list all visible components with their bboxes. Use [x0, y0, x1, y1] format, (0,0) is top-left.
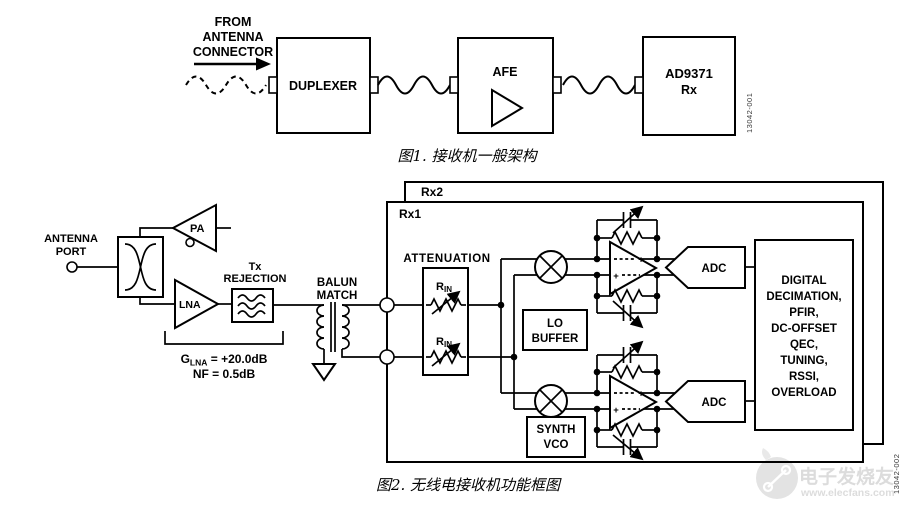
duplexer-label: DUPLEXER: [289, 79, 357, 93]
digital-line: DC-OFFSET: [771, 323, 837, 335]
lo-buffer-block: [522, 309, 588, 351]
mixer-i: [534, 250, 568, 284]
junction-dots: [593, 255, 661, 413]
antenna-port-label-line2: PORT: [56, 246, 87, 258]
variable-resistor-top: [426, 290, 466, 315]
opamp-q: + +: [609, 374, 659, 430]
synth-vco-label-line1: SYNTH: [537, 424, 576, 436]
pa-label: PA: [190, 223, 205, 235]
feedback-network-i-bottom: [593, 275, 661, 329]
rin-symbol: R: [436, 281, 444, 293]
opamp-plus-sign: +: [638, 255, 644, 266]
figure2-radio-receiver-functional-diagram: Rx2 Rx1 ANTENNA PORT PA LNA Tx REJE: [44, 181, 901, 494]
rin-subscript: IN: [444, 340, 452, 349]
rin-label-top: RIN: [436, 281, 452, 294]
rf-wave-2: [562, 75, 636, 95]
figure1-caption: 图1. 接收机一般架构: [397, 147, 538, 165]
lo-buffer-label-line1: LO: [547, 318, 563, 330]
lna-label: LNA: [179, 299, 201, 311]
rf-wave-1: [377, 75, 451, 95]
balun-transformer: [273, 302, 380, 382]
rx1-label: Rx1: [399, 207, 421, 221]
signal-direction-arrow: [194, 57, 271, 71]
gain-subscript: LNA: [190, 358, 207, 368]
adc-i: ADC: [664, 246, 755, 289]
feedback-network-i-top: [593, 205, 661, 259]
rx2-label: Rx2: [421, 185, 443, 199]
opamp-i: + +: [609, 240, 659, 296]
figure2-serial-number: 13042-002: [892, 454, 901, 494]
from-antenna-label-line3: CONNECTOR: [193, 45, 273, 59]
figure1-serial-number: 13042-001: [745, 93, 754, 133]
antenna-port-terminal: [66, 261, 78, 273]
tx-rejection-label-line2: REJECTION: [224, 273, 287, 285]
digital-line: PFIR,: [789, 307, 818, 319]
balun-label-line2: MATCH: [317, 290, 358, 302]
variable-resistor-bottom: [426, 342, 466, 367]
ad9371-label-line2: Rx: [681, 83, 697, 97]
digital-line: DIGITAL: [781, 275, 826, 287]
ad9371-block: [642, 36, 736, 136]
digital-line: RSSI,: [789, 371, 819, 383]
afe-label: AFE: [493, 65, 518, 79]
figure2-caption: 图2. 无线电接收机功能框图: [376, 476, 562, 494]
afe-amplifier-icon: [491, 88, 524, 128]
duplexer-output-port: [369, 76, 379, 94]
digital-line: OVERLOAD: [771, 387, 836, 399]
watermark-brand: 电子发烧友: [799, 465, 894, 488]
antenna-port-label-line1: ANTENNA: [44, 233, 98, 245]
afe-output-port: [552, 76, 562, 94]
duplexer-input-port: [268, 76, 278, 94]
balun-label-line1: BALUN: [317, 277, 357, 289]
figure1-receiver-architecture: FROM ANTENNA CONNECTOR DUPLEXER AFE AD93…: [185, 15, 754, 165]
duplex-filter-block: [117, 236, 164, 298]
opamp-plus-sign: +: [613, 405, 619, 416]
pa-amplifier: PA: [139, 203, 231, 253]
adc-q-label: ADC: [702, 397, 727, 409]
digital-processing-block: [754, 239, 854, 431]
adc-q: ADC: [664, 380, 755, 423]
afe-input-port: [449, 76, 459, 94]
feedback-network-q-bottom: [593, 409, 661, 461]
adc-i-label: ADC: [702, 263, 727, 275]
rx1-input-port-minus: [379, 349, 395, 365]
gain-value: = +20.0dB: [207, 352, 267, 366]
digital-processing-label: DIGITAL DECIMATION, PFIR, DC-OFFSET QEC,…: [766, 275, 841, 399]
synth-vco-block: [526, 416, 586, 458]
rf-wave-dashed: [185, 75, 267, 95]
opamp-plus-sign: +: [613, 271, 619, 282]
tx-rejection-filter-block: [231, 288, 274, 323]
rin-subscript: IN: [444, 285, 452, 294]
from-antenna-label-line1: FROM: [215, 15, 252, 29]
watermark-site: www.elecfans.com: [800, 487, 895, 499]
digital-line: DECIMATION,: [766, 291, 841, 303]
diff-fanout-wiring: [468, 258, 537, 410]
lo-buffer-label-line2: BUFFER: [532, 333, 579, 345]
attenuation-label: ATTENUATION: [403, 253, 490, 265]
ad9371-label-line1: AD9371: [665, 66, 713, 81]
from-antenna-label-line2: ANTENNA: [202, 30, 263, 44]
elecfans-watermark: 电子发烧友 www.elecfans.com: [756, 448, 895, 499]
lna-gain-spec: GLNA = +20.0dB: [181, 352, 268, 368]
gain-symbol: G: [181, 352, 190, 366]
opamp-plus-sign: +: [638, 389, 644, 400]
rin-symbol: R: [436, 336, 444, 348]
tx-rejection-label-line1: Tx: [249, 261, 263, 273]
lna-amplifier: LNA: [139, 278, 221, 330]
pa-input-bubble: [185, 237, 195, 248]
digital-line: QEC,: [790, 339, 818, 351]
mixer-q: [534, 384, 568, 418]
elecfans-logo-icon: [756, 448, 798, 499]
ground-icon: [311, 363, 337, 382]
rx1-input-port-plus: [379, 297, 395, 313]
lna-nf-spec: NF = 0.5dB: [193, 367, 256, 381]
digital-line: TUNING,: [780, 355, 827, 367]
gain-bracket: [164, 331, 284, 345]
synth-vco-label-line2: VCO: [544, 439, 569, 451]
feedback-network-q-top: [593, 340, 661, 393]
ad9371-input-port: [634, 76, 644, 94]
